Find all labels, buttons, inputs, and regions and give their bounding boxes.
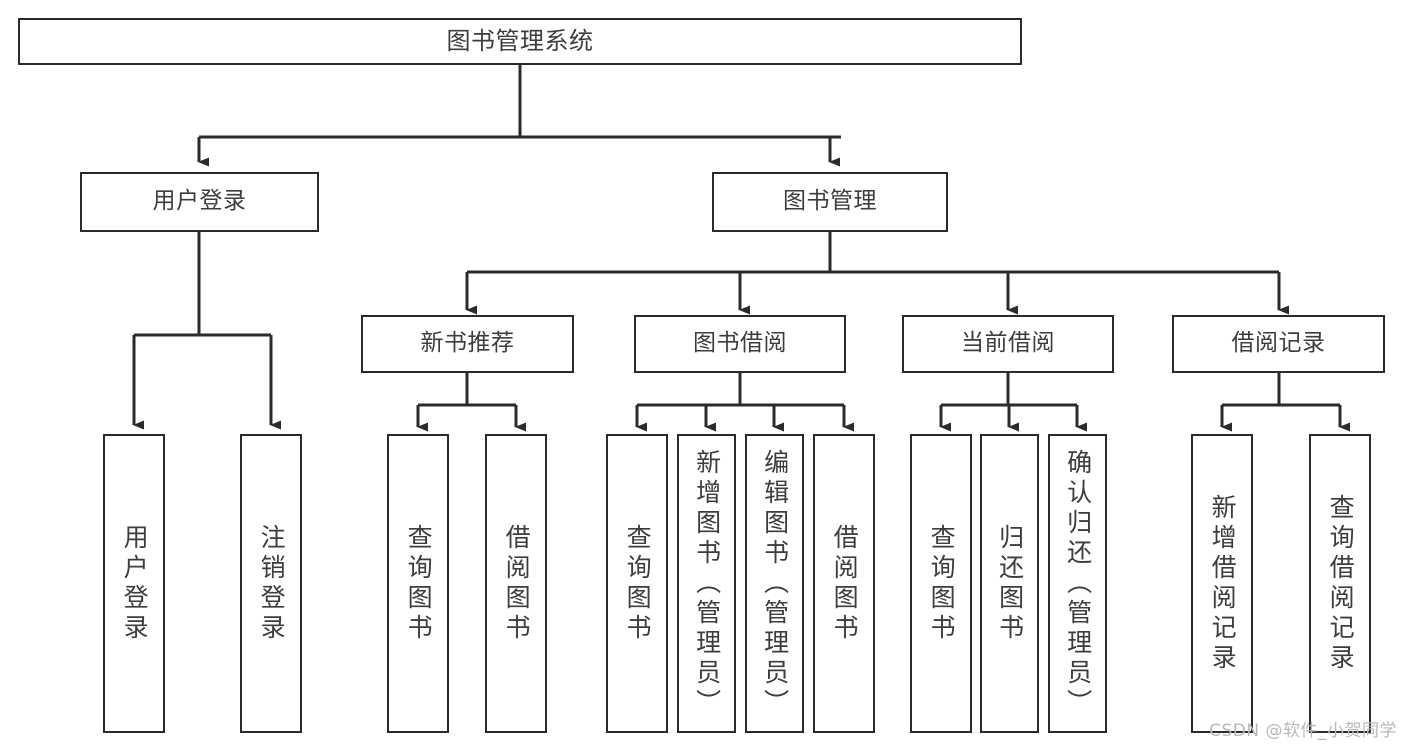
node-leaf-edit-book[interactable]: 编辑图书（管理员） <box>745 434 804 733</box>
node-book-borrow-label: 图书借阅 <box>693 330 787 357</box>
node-leaf-borrow-book-2[interactable]: 借阅图书 <box>813 434 875 733</box>
node-leaf-add-record-label: 新增借阅记录 <box>1208 493 1238 674</box>
node-leaf-query-book-3-label: 查询图书 <box>927 523 957 644</box>
node-current-borrow-label: 当前借阅 <box>961 330 1055 357</box>
node-book-borrow[interactable]: 图书借阅 <box>634 315 846 373</box>
node-leaf-user-login[interactable]: 用户登录 <box>103 434 165 733</box>
node-leaf-user-login-label: 用户登录 <box>120 523 150 644</box>
node-leaf-logout-login-label: 注销登录 <box>257 523 287 644</box>
node-root[interactable]: 图书管理系统 <box>18 18 1022 65</box>
node-leaf-query-record-label: 查询借阅记录 <box>1326 493 1356 674</box>
watermark-text: CSDN @软件_小贺同学 <box>1209 721 1397 741</box>
node-leaf-return-book[interactable]: 归还图书 <box>980 434 1039 733</box>
node-leaf-logout-login[interactable]: 注销登录 <box>240 434 302 733</box>
node-user-login[interactable]: 用户登录 <box>80 172 319 232</box>
node-root-label: 图书管理系统 <box>446 27 594 56</box>
node-leaf-add-record[interactable]: 新增借阅记录 <box>1191 434 1253 733</box>
node-leaf-confirm-return-label: 确认归还（管理员） <box>1063 448 1093 719</box>
node-leaf-add-book-label: 新增图书（管理员） <box>692 448 722 719</box>
node-borrow-record[interactable]: 借阅记录 <box>1172 315 1385 373</box>
node-leaf-return-book-label: 归还图书 <box>995 523 1025 644</box>
node-leaf-query-book-3[interactable]: 查询图书 <box>910 434 972 733</box>
node-borrow-record-label: 借阅记录 <box>1231 330 1326 357</box>
node-user-login-label: 用户登录 <box>152 188 247 215</box>
node-leaf-query-book-1[interactable]: 查询图书 <box>387 434 449 733</box>
node-leaf-borrow-book-2-label: 借阅图书 <box>830 523 860 644</box>
node-leaf-query-book-2-label: 查询图书 <box>623 523 653 644</box>
node-new-book-recommend[interactable]: 新书推荐 <box>361 315 574 373</box>
node-leaf-edit-book-label: 编辑图书（管理员） <box>760 448 790 719</box>
node-new-book-recommend-label: 新书推荐 <box>420 330 515 357</box>
node-leaf-borrow-book-1[interactable]: 借阅图书 <box>485 434 547 733</box>
node-leaf-borrow-book-1-label: 借阅图书 <box>502 523 532 644</box>
node-leaf-query-book-2[interactable]: 查询图书 <box>606 434 668 733</box>
node-current-borrow[interactable]: 当前借阅 <box>902 315 1114 373</box>
node-book-manage-label: 图书管理 <box>783 188 877 215</box>
node-leaf-add-book[interactable]: 新增图书（管理员） <box>677 434 736 733</box>
node-book-manage[interactable]: 图书管理 <box>712 172 948 232</box>
node-leaf-query-book-1-label: 查询图书 <box>404 523 434 644</box>
node-leaf-confirm-return[interactable]: 确认归还（管理员） <box>1048 434 1107 733</box>
node-leaf-query-record[interactable]: 查询借阅记录 <box>1309 434 1371 733</box>
